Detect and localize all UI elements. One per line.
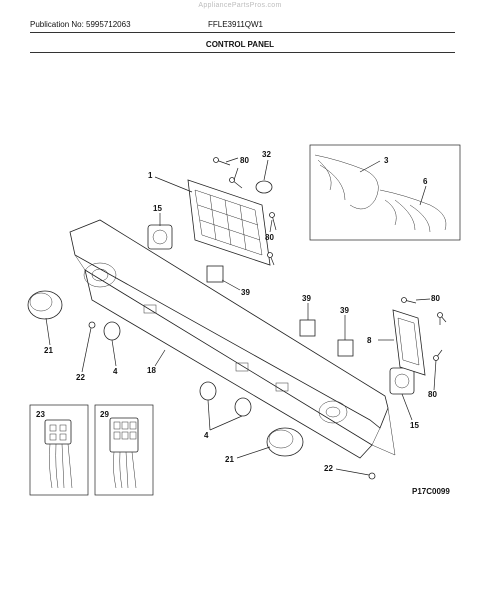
screw-part[interactable] bbox=[213, 157, 447, 361]
callout-80-right-bottom: 80 bbox=[428, 390, 437, 399]
control-board-part[interactable] bbox=[187, 179, 271, 266]
fastener-part[interactable] bbox=[88, 321, 376, 480]
callout-21-bottom: 21 bbox=[225, 455, 234, 464]
callout-22-bottom: 22 bbox=[324, 464, 333, 473]
watermark: AppliancePartsPros.com bbox=[198, 2, 282, 9]
callout-18: 18 bbox=[147, 366, 156, 375]
indicator-part[interactable] bbox=[206, 265, 354, 357]
interface-board-part[interactable] bbox=[392, 309, 426, 376]
callout-80-right-top: 80 bbox=[431, 294, 440, 303]
callout-39-left: 39 bbox=[241, 288, 250, 297]
callout-23: 23 bbox=[36, 410, 45, 419]
callout-80-top: 80 bbox=[240, 156, 249, 165]
callout-22-left: 22 bbox=[76, 373, 85, 382]
header-rule-bottom bbox=[30, 52, 455, 53]
callout-29: 29 bbox=[100, 410, 109, 419]
callout-1: 1 bbox=[148, 171, 153, 180]
wire-harness-inset bbox=[309, 144, 461, 241]
callout-21-left: 21 bbox=[44, 346, 53, 355]
button-part[interactable] bbox=[103, 321, 252, 417]
connector-29-inset bbox=[94, 404, 154, 496]
callout-15-right: 15 bbox=[410, 421, 419, 430]
connector-29-part[interactable] bbox=[109, 417, 139, 489]
callout-4-left: 4 bbox=[113, 367, 118, 376]
knob-left-part[interactable] bbox=[27, 290, 63, 320]
model-number: FFLE3911QW1 bbox=[208, 20, 263, 29]
header-rule-top bbox=[30, 32, 455, 33]
page-title: CONTROL PANEL bbox=[205, 40, 275, 49]
diagram-code: P17C0099 bbox=[412, 487, 450, 496]
connector-23-part[interactable] bbox=[44, 419, 73, 489]
wire-harness-part[interactable] bbox=[314, 154, 447, 233]
callout-15-left: 15 bbox=[153, 204, 162, 213]
callout-8: 8 bbox=[367, 336, 372, 345]
callout-39-center: 39 bbox=[302, 294, 311, 303]
callout-3: 3 bbox=[384, 156, 389, 165]
callout-80-mid: 80 bbox=[265, 233, 274, 242]
control-panel-part[interactable] bbox=[69, 219, 396, 459]
callout-39-right: 39 bbox=[340, 306, 349, 315]
publication-number: Publication No: 5995712063 bbox=[30, 20, 131, 29]
leader-lines bbox=[45, 157, 441, 476]
callout-4-bottom: 4 bbox=[204, 431, 209, 440]
knob-right-part[interactable] bbox=[266, 427, 304, 457]
callout-6: 6 bbox=[423, 177, 428, 186]
connector-23-inset bbox=[29, 404, 89, 496]
clip-part[interactable] bbox=[255, 180, 273, 194]
callout-32: 32 bbox=[262, 150, 271, 159]
